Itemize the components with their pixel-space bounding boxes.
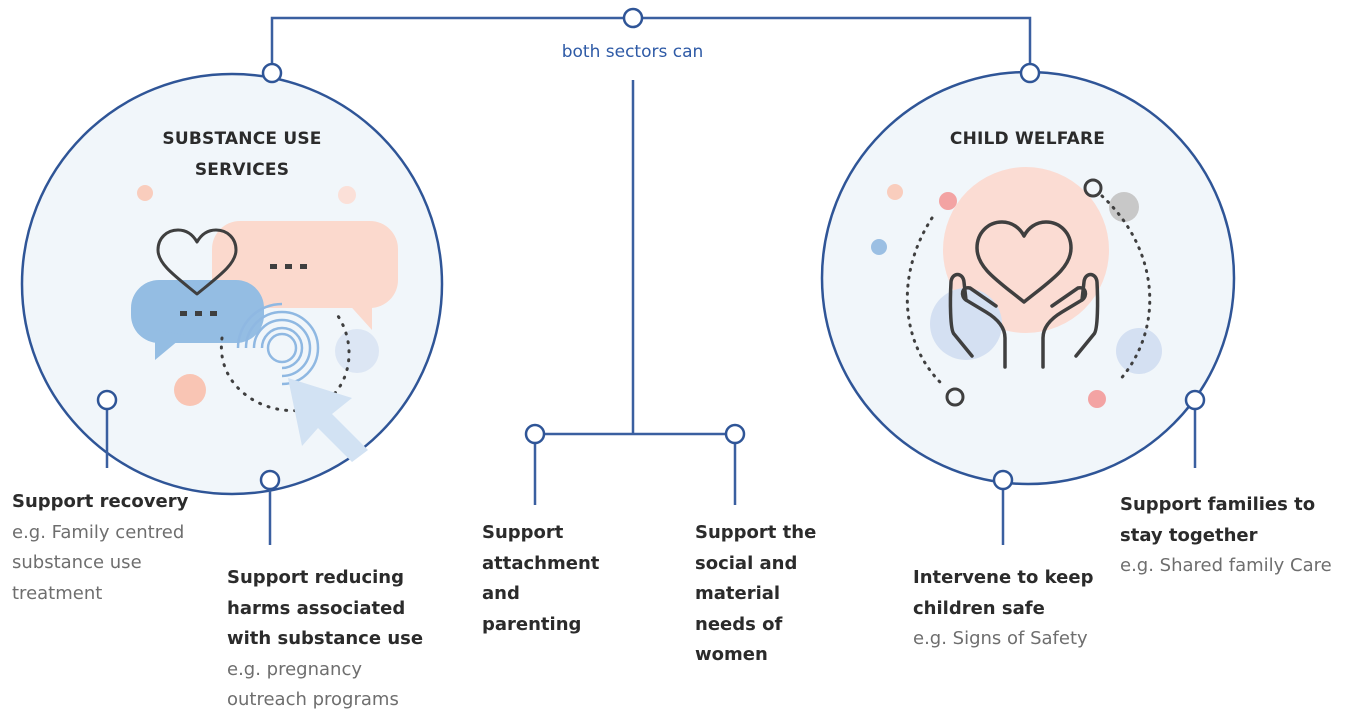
right-top-node — [1019, 62, 1041, 84]
hands-icon — [948, 272, 1100, 369]
support-families-example: e.g. Shared family Care — [1120, 555, 1332, 576]
support-reducing-harms-heading: Support reducing harms associated with s… — [227, 567, 424, 649]
hands-heart-illustration — [871, 167, 1162, 408]
decor-dot-orange — [174, 374, 206, 406]
safe-node — [992, 469, 1014, 491]
families-node — [1184, 389, 1206, 411]
social-node — [724, 423, 746, 445]
decor-dot-pink-light — [338, 186, 356, 204]
dotted-arc-left — [905, 216, 946, 388]
top-connector-line — [270, 16, 1032, 73]
support-social-material-heading: Support the social and material needs of… — [695, 522, 817, 665]
pink-dot-small — [887, 184, 903, 200]
support-families-heading: Support families to stay together — [1120, 494, 1316, 546]
support-attachment-heading: Support attachment and parenting — [482, 522, 600, 635]
ring-top — [1083, 178, 1103, 198]
grey-dot — [1109, 192, 1139, 222]
connector-label: both sectors can — [561, 42, 704, 62]
heart-icon — [975, 220, 1073, 304]
target-rings-icon — [236, 302, 320, 386]
intervene-keep-safe-block: Intervene to keep children safe e.g. Sig… — [913, 563, 1103, 655]
substance-use-title: SUBSTANCE USE SERVICES — [162, 129, 322, 180]
support-recovery-block: Support recovery e.g. Family centred sub… — [12, 487, 212, 609]
red-dot-right — [1088, 390, 1106, 408]
intervene-keep-safe-heading: Intervene to keep children safe — [913, 567, 1094, 619]
harms-node — [259, 469, 281, 491]
cursor-arrow-icon — [288, 378, 368, 462]
support-attachment-block: Support attachment and parenting — [482, 518, 622, 640]
support-families-block: Support families to stay together e.g. S… — [1120, 490, 1335, 582]
left-top-node — [261, 62, 283, 84]
chat-bubbles-illustration — [131, 185, 398, 462]
child-welfare-title: CHILD WELFARE — [949, 129, 1106, 149]
blue-dot-small — [871, 239, 887, 255]
blue-left-circle — [930, 288, 1002, 360]
support-recovery-example: e.g. Family centred substance use treatm… — [12, 521, 185, 604]
heart-outline-icon — [156, 228, 238, 296]
top-node — [622, 7, 644, 29]
decor-dot-pink-small — [137, 185, 153, 201]
attachment-node — [524, 423, 546, 445]
recovery-node — [96, 389, 118, 411]
support-social-material-block: Support the social and material needs of… — [695, 518, 820, 671]
decor-dot-blue — [335, 329, 379, 373]
support-reducing-harms-block: Support reducing harms associated with s… — [227, 563, 427, 716]
ring-bottom — [945, 387, 965, 407]
intervene-keep-safe-example: e.g. Signs of Safety — [913, 628, 1088, 649]
big-pink-circle — [943, 167, 1109, 333]
blue-speech-bubble — [131, 280, 264, 360]
pink-speech-bubble — [212, 221, 398, 330]
support-recovery-heading: Support recovery — [12, 491, 189, 512]
red-dot-left — [939, 192, 957, 210]
support-reducing-harms-example: e.g. pregnancy outreach programs — [227, 658, 399, 711]
